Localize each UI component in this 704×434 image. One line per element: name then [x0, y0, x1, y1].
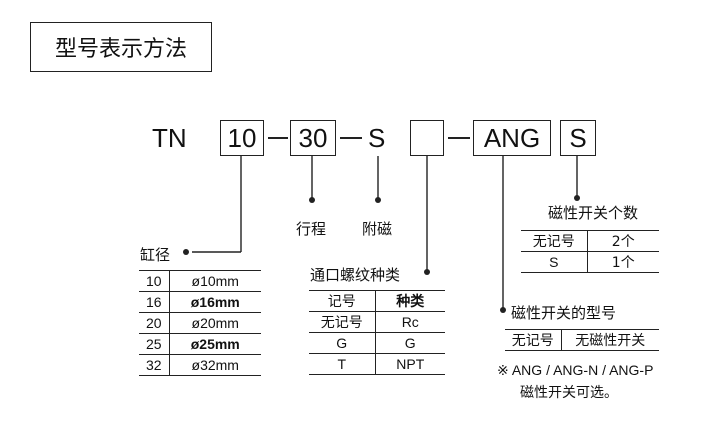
switch-count-label: 磁性开关个数 — [548, 204, 639, 222]
table-row: S 1个 — [521, 251, 659, 273]
thread-code-cell: T — [309, 353, 376, 375]
bore-label: 缸径 — [140, 246, 171, 264]
switch-type-code-cell: 无记号 — [505, 329, 562, 351]
bore-dia-cell: ø10mm — [191, 273, 239, 289]
note-optional: 磁性开关可选。 — [520, 385, 618, 401]
magnet-label: 附磁 — [362, 220, 393, 238]
bore-size-cell: 16 — [139, 291, 170, 313]
bore-code-box: 10 — [220, 120, 264, 156]
switch-count-code-box: S — [560, 120, 596, 156]
thread-code-cell: G — [309, 332, 376, 354]
thread-header-type: 种类 — [396, 294, 425, 310]
thread-header-code: 记号 — [309, 290, 376, 312]
stroke-label: 行程 — [296, 220, 327, 238]
switch-count-code-cell: 无记号 — [521, 230, 588, 252]
thread-label: 通口螺纹种类 — [310, 266, 401, 284]
separator-dash — [340, 137, 362, 139]
stroke-code-box: 30 — [290, 120, 336, 156]
switch-type-label: 磁性开关的型号 — [511, 304, 617, 322]
magnet-code: S — [368, 123, 386, 153]
bore-size-cell: 25 — [139, 333, 170, 355]
note-models: ※ ANG / ANG-N / ANG-P — [497, 362, 654, 378]
bore-table: 10 ø10mm 16 ø16mm 20 ø20mm 25 ø25mm 32 ø… — [139, 270, 261, 376]
bore-size-cell: 20 — [139, 312, 170, 334]
table-row: T NPT — [309, 353, 445, 375]
table-row: 无记号 2个 — [521, 230, 659, 252]
bore-dia-cell: ø32mm — [191, 357, 239, 373]
bore-dia-cell: ø16mm — [190, 294, 240, 310]
separator-dash — [268, 137, 288, 139]
table-row: 20 ø20mm — [139, 312, 261, 334]
switch-type-table: 无记号 无磁性开关 — [505, 329, 659, 351]
separator-dash — [448, 137, 470, 139]
thread-table: 记号 种类 无记号 Rc G G T NPT — [309, 290, 445, 375]
switch-count-code-cell: S — [521, 251, 588, 273]
switch-type-code-box: ANG — [473, 120, 551, 156]
table-row: 无记号 Rc — [309, 311, 445, 333]
bore-dia-cell: ø20mm — [191, 315, 239, 331]
table-row: 25 ø25mm — [139, 333, 261, 355]
switch-type-value-cell: 无磁性开关 — [575, 333, 646, 349]
page-title: 型号表示方法 — [30, 22, 212, 72]
table-row: 16 ø16mm — [139, 291, 261, 313]
table-row: 无记号 无磁性开关 — [505, 329, 659, 351]
thread-type-cell: G — [404, 335, 416, 351]
bore-dia-cell: ø25mm — [190, 336, 240, 352]
switch-count-table: 无记号 2个 S 1个 — [521, 230, 659, 273]
switch-count-value-cell: 2个 — [611, 234, 635, 250]
table-row: 32 ø32mm — [139, 354, 261, 376]
thread-type-cell: NPT — [396, 356, 425, 372]
thread-code-box — [410, 120, 444, 156]
table-row: 记号 种类 — [309, 290, 445, 312]
thread-type-cell: Rc — [401, 314, 419, 330]
model-prefix: TN — [152, 123, 187, 153]
switch-count-value-cell: 1个 — [611, 255, 635, 271]
table-row: G G — [309, 332, 445, 354]
thread-code-cell: 无记号 — [309, 311, 376, 333]
bore-size-cell: 10 — [139, 270, 170, 292]
bore-size-cell: 32 — [139, 354, 170, 376]
table-row: 10 ø10mm — [139, 270, 261, 292]
